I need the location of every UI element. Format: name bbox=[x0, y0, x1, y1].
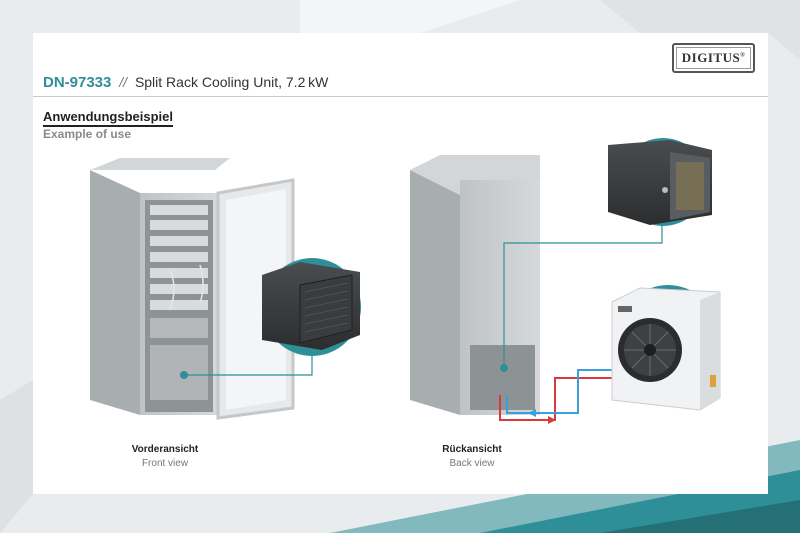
outdoor-condenser-unit bbox=[611, 285, 721, 411]
product-title: Split Rack Cooling Unit, 7.2 kW bbox=[134, 74, 329, 90]
indoor-cooling-unit bbox=[262, 258, 361, 356]
front-view-cabinet bbox=[90, 158, 313, 420]
product-sku: DN-97333 bbox=[43, 74, 112, 91]
caption-en: Back view bbox=[449, 458, 495, 469]
page-title: DN-97333 // Split Rack Cooling Unit, 7.2… bbox=[43, 74, 328, 91]
section-heading-de: Anwendungsbeispiel bbox=[43, 109, 174, 127]
caption-de: Vorderansicht bbox=[131, 444, 199, 455]
back-view-caption: Rückansicht Back view bbox=[412, 444, 532, 469]
caption-en: Front view bbox=[141, 458, 189, 469]
title-separator: // bbox=[119, 74, 128, 90]
indoor-unit-detail bbox=[608, 138, 712, 226]
front-view-caption: Vorderansicht Front view bbox=[105, 444, 225, 469]
section-heading-en: Example of use bbox=[43, 127, 132, 141]
refrigerant-lines bbox=[499, 369, 614, 424]
caption-de: Rückansicht bbox=[442, 444, 502, 455]
digitus-logo: DIGITUS® bbox=[672, 43, 755, 73]
header-divider bbox=[33, 96, 768, 97]
back-view-cabinet bbox=[410, 155, 663, 415]
